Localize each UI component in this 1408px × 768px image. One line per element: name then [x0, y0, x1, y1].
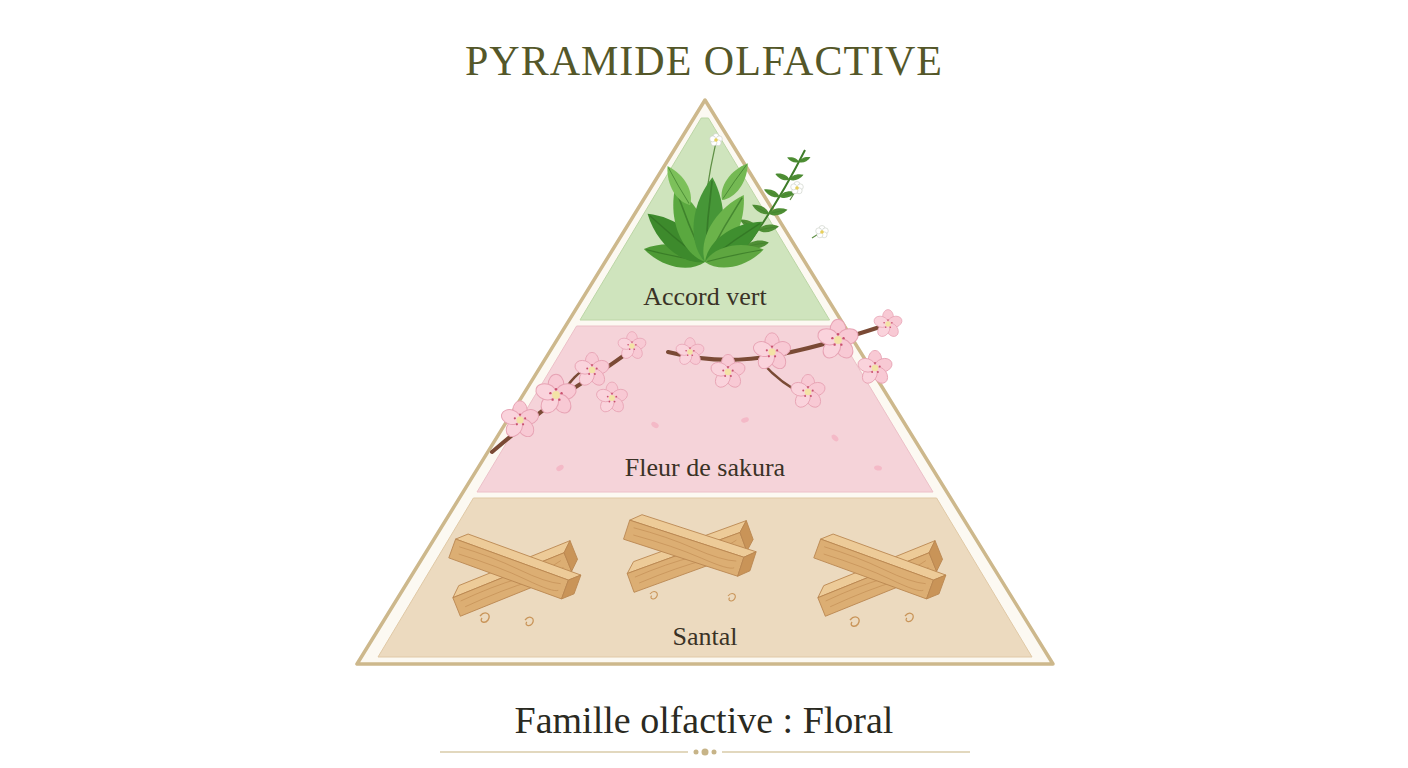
title-text: PYRAMIDE OLFACTIVE	[465, 38, 943, 84]
diagram-title: PYRAMIDE OLFACTIVE	[0, 36, 1408, 86]
band-label: Santal	[673, 621, 738, 652]
caption-text: Famille olfactive : Floral	[515, 699, 894, 741]
band-fill	[580, 118, 830, 320]
band-label: Fleur de sakura	[625, 452, 785, 483]
caption-ornament	[440, 749, 970, 756]
pyramid-band: Accord vert	[580, 118, 830, 320]
band-label: Accord vert	[643, 281, 766, 312]
band-fill	[378, 498, 1032, 657]
pyramid-outline	[357, 100, 1053, 664]
pyramid-band: Fleur de sakura	[477, 326, 933, 492]
band-fill	[477, 326, 933, 492]
diagram-caption: Famille olfactive : Floral	[0, 697, 1408, 743]
pyramid-band: Santal	[378, 498, 1032, 657]
